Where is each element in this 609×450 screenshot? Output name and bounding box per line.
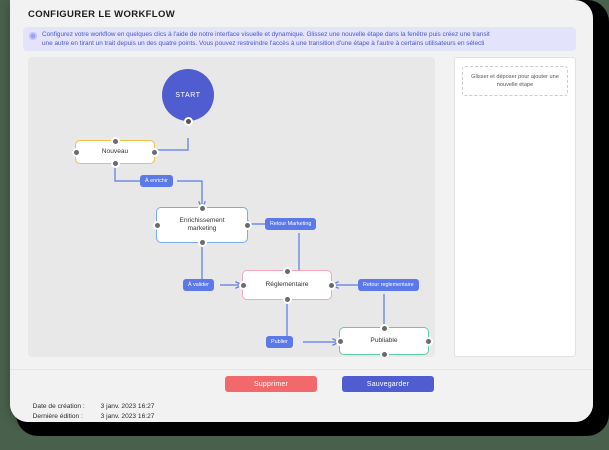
edited-date-value: 3 janv. 2023 16:27 <box>100 413 155 420</box>
info-banner: Configurez votre workflow en quelques cl… <box>23 27 576 51</box>
connector-dot-top[interactable] <box>282 266 292 276</box>
step-palette-panel[interactable]: Glisser et déposer pour ajouter une nouv… <box>454 57 576 357</box>
modal-body: START Nouveau Enrichissement marketing <box>10 54 593 369</box>
connector-dot-bottom[interactable] <box>183 116 193 126</box>
workflow-canvas[interactable]: START Nouveau Enrichissement marketing <box>28 57 435 357</box>
edited-date-label: Dernière édition : <box>32 413 83 420</box>
connector-dot-right[interactable] <box>326 280 336 290</box>
created-date-value: 3 janv. 2023 16:27 <box>100 403 155 410</box>
created-date-label: Date de création : <box>32 403 85 410</box>
transition-chip-retour-reglementaire[interactable]: Retour reglementaire <box>358 279 419 291</box>
connector-dot-top[interactable] <box>110 136 120 146</box>
connector-dot-bottom[interactable] <box>379 349 389 357</box>
save-button[interactable]: Sauvegarder <box>342 376 434 392</box>
dropzone-add-step[interactable]: Glisser et déposer pour ajouter une nouv… <box>462 66 568 96</box>
edited-date: Dernière édition : 3 janv. 2023 16:27 <box>18 406 155 422</box>
info-icon <box>29 32 37 40</box>
workflow-node-publiable[interactable]: Publiable <box>335 323 433 357</box>
transition-chip-retour-marketing[interactable]: Retour Marketing <box>265 218 317 230</box>
connector-dot-left[interactable] <box>71 147 81 157</box>
transition-label: Publier <box>271 339 288 345</box>
transition-chip-a-valider[interactable]: À valider <box>183 279 214 291</box>
connector-dot-right[interactable] <box>423 336 433 346</box>
connector-dot-right[interactable] <box>242 220 252 230</box>
transition-label: Retour Marketing <box>270 221 312 227</box>
connector-dot-left[interactable] <box>152 220 162 230</box>
connector-dot-bottom[interactable] <box>282 294 292 304</box>
workflow-node-reglementaire[interactable]: Réglementaire <box>238 266 336 304</box>
connector-dot-bottom[interactable] <box>110 158 120 168</box>
modal-footer: Supprimer Sauvegarder Date de création :… <box>10 369 593 422</box>
delete-button[interactable]: Supprimer <box>225 376 317 392</box>
connector-dot-top[interactable] <box>197 203 207 213</box>
configure-workflow-modal: CONFIGURER LE WORKFLOW Configurez votre … <box>10 0 593 422</box>
connector-dot-left[interactable] <box>238 280 248 290</box>
node-label-reglementaire: Réglementaire <box>265 280 309 288</box>
transition-label: À enrichir <box>145 178 168 184</box>
page-title: CONFIGURER LE WORKFLOW <box>28 9 176 20</box>
workflow-node-nouveau[interactable]: Nouveau <box>71 136 159 168</box>
node-label-enrichissement-marketing: Enrichissement marketing <box>179 216 225 233</box>
created-date: Date de création : 3 janv. 2023 16:27 <box>18 396 155 417</box>
workflow-node-enrichissement-marketing[interactable]: Enrichissement marketing <box>152 203 252 247</box>
connector-dot-bottom[interactable] <box>197 237 207 247</box>
start-node-label: START <box>175 91 201 99</box>
node-label-publiable: Publiable <box>370 336 398 344</box>
dropzone-label: Glisser et déposer pour ajouter une nouv… <box>471 74 559 88</box>
workflow-node-start[interactable]: START <box>162 69 214 126</box>
connector-dot-left[interactable] <box>335 336 345 346</box>
info-banner-text: Configurez votre workflow en quelques cl… <box>42 31 490 48</box>
transition-label: Retour reglementaire <box>363 282 414 288</box>
connector-dot-right[interactable] <box>149 147 159 157</box>
transition-chip-publier[interactable]: Publier <box>266 336 293 348</box>
node-label-nouveau: Nouveau <box>101 147 129 155</box>
transition-label: À valider <box>188 282 209 288</box>
connector-dot-top[interactable] <box>379 323 389 333</box>
transition-chip-a-enrichir[interactable]: À enrichir <box>140 175 173 187</box>
